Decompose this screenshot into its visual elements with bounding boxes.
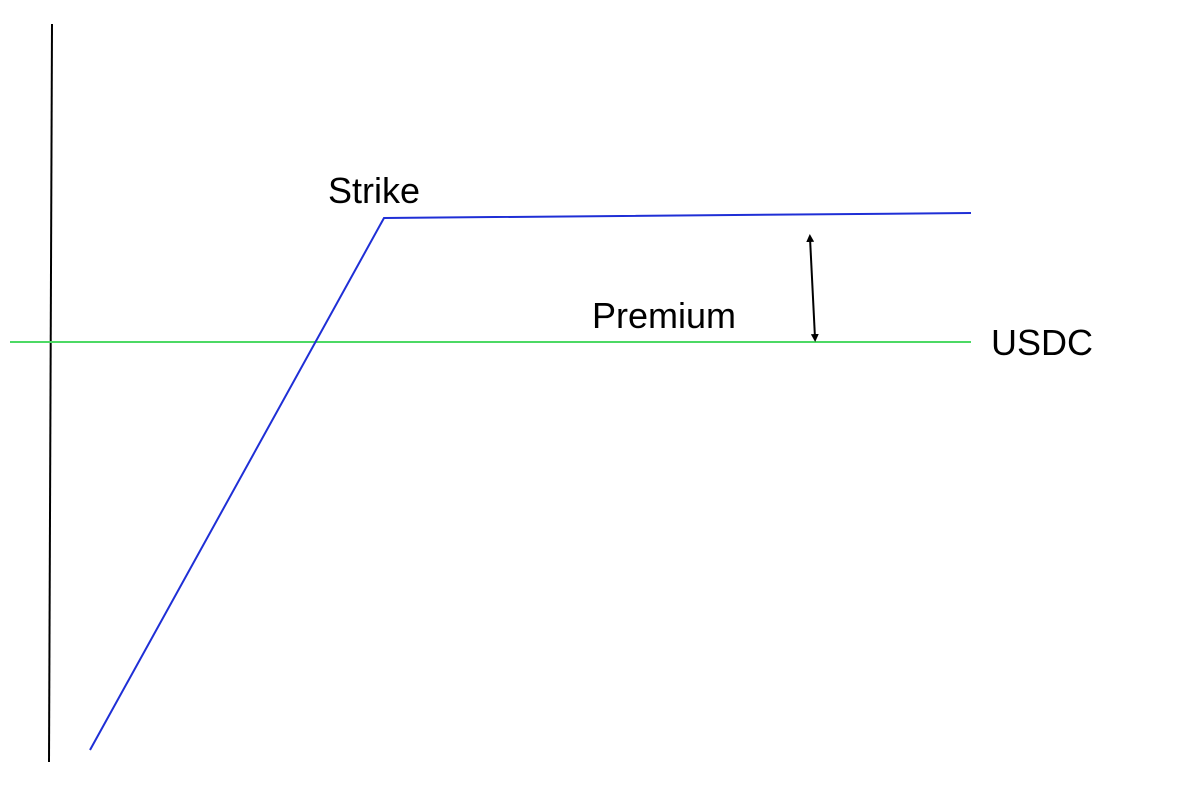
- premium-label: Premium: [592, 295, 736, 336]
- usdc-label: USDC: [991, 322, 1093, 363]
- vertical-axis: [48, 23, 53, 763]
- premium-arrow: [806, 234, 819, 342]
- payoff-line: [89, 212, 972, 751]
- strike-label: Strike: [328, 170, 420, 211]
